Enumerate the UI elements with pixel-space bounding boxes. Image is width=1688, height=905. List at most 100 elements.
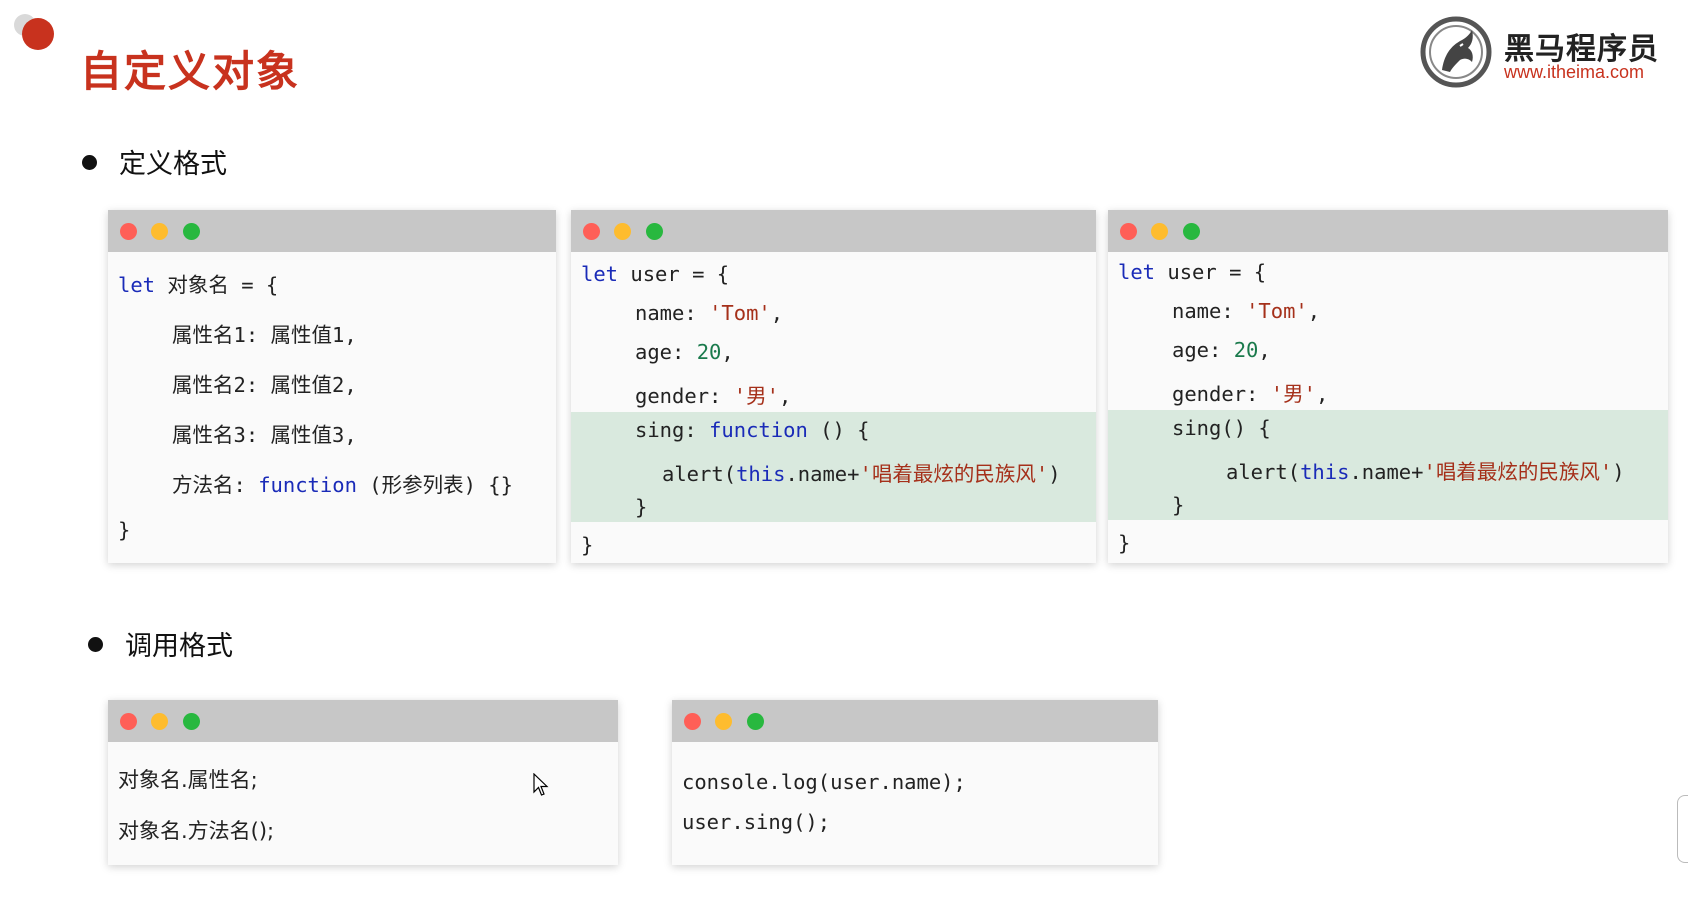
window-close-dot[interactable]	[684, 713, 701, 730]
code-text: ,	[778, 384, 792, 408]
code-line: name: 'Tom',	[1172, 299, 1320, 323]
code-text: user = {	[618, 262, 730, 286]
side-panel-tab[interactable]	[1677, 795, 1688, 863]
code-text: name:	[635, 301, 710, 325]
code-text: alert(	[662, 462, 737, 486]
code-text: ,	[1315, 382, 1329, 406]
window-minimize-dot[interactable]	[151, 713, 168, 730]
code-text: )	[1048, 462, 1061, 486]
horse-logo-icon	[1420, 16, 1492, 88]
code-number: 20	[696, 340, 722, 364]
code-line: }	[635, 495, 648, 519]
window-minimize-dot[interactable]	[1151, 223, 1168, 240]
code-keyword: this	[736, 462, 786, 486]
code-text: .name+	[785, 462, 860, 486]
code-line: sing() {	[1172, 416, 1271, 440]
code-block: console.log(user.name); user.sing();	[672, 742, 1158, 838]
code-line: 属性名3: 属性值3,	[172, 423, 357, 447]
page-title: 自定义对象	[80, 47, 301, 96]
code-string: '唱着最炫的民族风'	[859, 462, 1049, 486]
code-number: 20	[1233, 338, 1259, 362]
code-line: user.sing();	[682, 810, 831, 834]
section-heading-define-label: 定义格式	[119, 149, 227, 180]
code-line: }	[581, 533, 594, 557]
window-minimize-dot[interactable]	[614, 223, 631, 240]
window-close-dot[interactable]	[120, 713, 137, 730]
code-window-call-example: console.log(user.name); user.sing();	[672, 700, 1158, 865]
code-line: let user = {	[1118, 260, 1266, 284]
brand-url: www.itheima.com	[1504, 62, 1645, 82]
code-line: gender: '男',	[635, 379, 791, 409]
code-text: .name+	[1349, 460, 1424, 484]
window-titlebar	[108, 700, 618, 742]
code-line: console.log(user.name);	[682, 770, 966, 794]
window-titlebar	[108, 210, 556, 252]
section-heading-call: 调用格式	[88, 624, 233, 663]
code-keyword: let	[118, 273, 156, 297]
code-block: let 对象名 = { 属性名1: 属性值1, 属性名2: 属性值2, 属性名3…	[108, 252, 556, 542]
code-line: let 对象名 = {	[118, 268, 278, 298]
code-text: gender:	[1172, 382, 1271, 406]
highlight-band	[1108, 410, 1668, 520]
brand-name: 黑马程序员	[1504, 32, 1659, 67]
code-text: sing:	[635, 418, 710, 442]
code-window-example-shorthand: let user = { name: 'Tom', age: 20, gende…	[1108, 210, 1668, 563]
code-text: ,	[721, 340, 734, 364]
code-block: let user = { name: 'Tom', age: 20, gende…	[1108, 252, 1668, 555]
code-window-example-function: let user = { name: 'Tom', age: 20, gende…	[571, 210, 1096, 563]
code-text: name:	[1172, 299, 1247, 323]
code-line: 方法名: function (形参列表) {}	[172, 468, 513, 498]
window-maximize-dot[interactable]	[183, 223, 200, 240]
code-window-call-template: 对象名.属性名; 对象名.方法名();	[108, 700, 618, 865]
code-line: 对象名.方法名();	[118, 819, 275, 843]
code-text: () {	[807, 418, 870, 442]
window-titlebar	[672, 700, 1158, 742]
code-string: '唱着最炫的民族风'	[1423, 460, 1613, 484]
window-close-dot[interactable]	[1120, 223, 1137, 240]
code-text: ,	[1258, 338, 1271, 362]
code-line: age: 20,	[635, 340, 734, 364]
window-titlebar	[571, 210, 1096, 252]
window-maximize-dot[interactable]	[747, 713, 764, 730]
code-line: alert(this.name+'唱着最炫的民族风')	[662, 457, 1061, 487]
bullet-icon	[88, 637, 103, 652]
window-maximize-dot[interactable]	[646, 223, 663, 240]
window-maximize-dot[interactable]	[1183, 223, 1200, 240]
code-text: age:	[1172, 338, 1234, 362]
code-line: }	[1118, 531, 1131, 555]
code-keyword: let	[1118, 260, 1156, 284]
code-line: name: 'Tom',	[635, 301, 783, 325]
code-text: user = {	[1155, 260, 1267, 284]
code-string: 'Tom'	[709, 301, 771, 325]
code-keyword: function	[258, 473, 357, 497]
code-line: gender: '男',	[1172, 377, 1328, 407]
code-text: 方法名:	[172, 473, 259, 497]
highlight-band	[571, 412, 1096, 522]
window-minimize-dot[interactable]	[151, 223, 168, 240]
code-string: '男'	[1270, 382, 1316, 406]
code-text: age:	[635, 340, 697, 364]
code-line: }	[118, 518, 131, 542]
mouse-cursor-icon	[533, 773, 549, 796]
code-keyword: this	[1300, 460, 1350, 484]
code-line: let user = {	[581, 262, 729, 286]
code-line: }	[1172, 493, 1185, 517]
code-string: '男'	[733, 384, 779, 408]
code-block: let user = { name: 'Tom', age: 20, gende…	[571, 252, 1096, 557]
brand-logo: 黑马程序员 www.itheima.com	[1420, 16, 1672, 88]
window-titlebar	[1108, 210, 1668, 252]
window-maximize-dot[interactable]	[183, 713, 200, 730]
window-close-dot[interactable]	[583, 223, 600, 240]
window-close-dot[interactable]	[120, 223, 137, 240]
code-keyword: let	[581, 262, 619, 286]
section-heading-define: 定义格式	[82, 142, 227, 181]
window-minimize-dot[interactable]	[715, 713, 732, 730]
code-text: ,	[770, 301, 784, 325]
section-heading-call-label: 调用格式	[125, 631, 233, 662]
code-text: (形参列表) {}	[356, 473, 513, 497]
code-text: 对象名 = {	[155, 273, 279, 297]
code-string: 'Tom'	[1246, 299, 1308, 323]
code-line: alert(this.name+'唱着最炫的民族风')	[1226, 455, 1625, 485]
code-keyword: function	[709, 418, 808, 442]
decorative-dot	[22, 18, 54, 50]
